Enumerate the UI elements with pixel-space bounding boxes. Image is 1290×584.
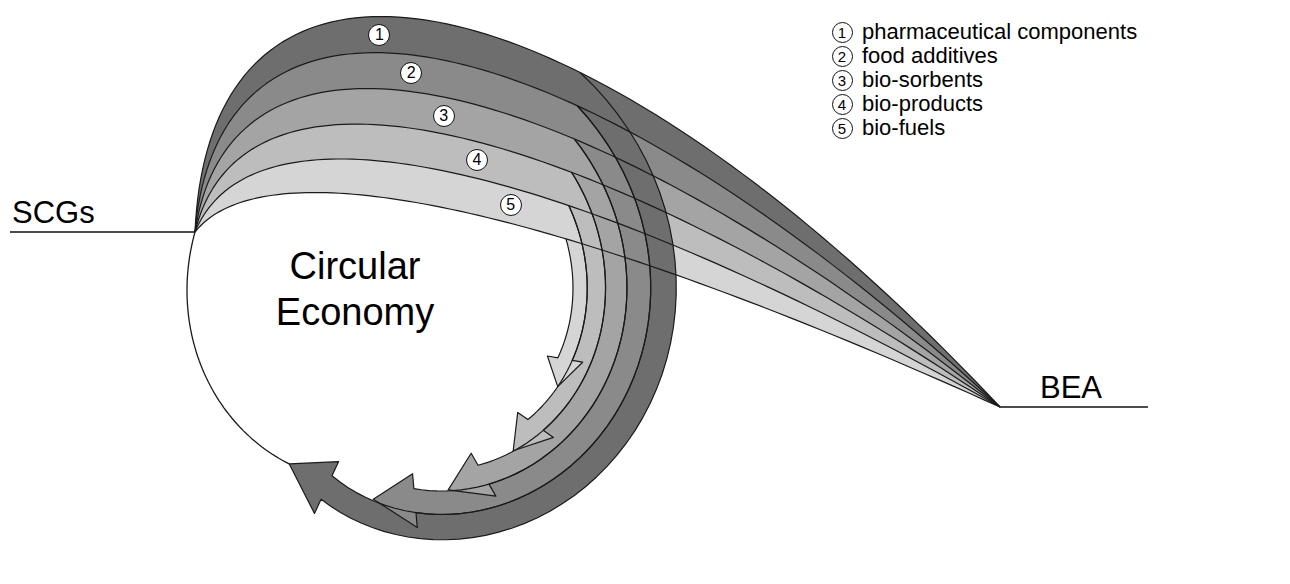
number-circle: 2 xyxy=(832,46,853,67)
number-circle: 4 xyxy=(466,149,488,171)
band-number: 1 xyxy=(375,27,384,43)
output-label: BEA xyxy=(1040,372,1102,403)
circle-outline xyxy=(187,232,289,464)
legend-entry: bio-products xyxy=(862,93,983,115)
legend-number: 2 xyxy=(838,49,846,64)
legend-number: 1 xyxy=(838,25,846,40)
sweep-lines xyxy=(195,17,1000,407)
legend-number: 3 xyxy=(838,73,846,88)
curl-arrow-outline xyxy=(547,206,587,387)
output-label: BEA xyxy=(1040,370,1102,405)
legend-entry: bio-fuels xyxy=(862,117,945,139)
band-number: 5 xyxy=(506,197,515,213)
sweep-line xyxy=(195,17,1000,407)
legend-text: bio-fuels xyxy=(862,115,945,140)
legend-number: 5 xyxy=(838,121,846,136)
number-circle: 1 xyxy=(368,24,390,46)
region-title: Circular Economy xyxy=(246,244,464,335)
sweep-line xyxy=(195,159,1000,407)
input-label: SCGs xyxy=(12,197,95,228)
sweep-line xyxy=(195,193,1000,407)
number-circle: 2 xyxy=(400,62,422,84)
input-line xyxy=(10,231,195,233)
sweep-line xyxy=(195,124,1000,407)
number-circle: 3 xyxy=(433,105,455,127)
curl-arrow-outline xyxy=(448,139,627,496)
number-circle: 5 xyxy=(832,118,853,139)
curl-arrow-fill xyxy=(547,206,587,387)
number-circle: 4 xyxy=(832,94,853,115)
legend-text: bio-sorbents xyxy=(862,67,983,92)
band-number: 2 xyxy=(407,65,416,81)
legend-entry: pharmaceutical components xyxy=(862,21,1137,43)
band-number: 3 xyxy=(439,108,448,124)
economy-region: Circular Economy xyxy=(246,244,464,335)
legend-text: food additives xyxy=(862,43,998,68)
sweep-line xyxy=(195,89,1000,407)
legend-text: bio-products xyxy=(862,91,983,116)
curl-arrow-fill xyxy=(448,139,627,496)
legend-number: 4 xyxy=(838,97,846,112)
number-circle: 1 xyxy=(832,22,853,43)
number-circle: 3 xyxy=(832,70,853,91)
legend-entry: bio-sorbents xyxy=(862,69,983,91)
input-label: SCGs xyxy=(12,195,95,230)
number-circle: 5 xyxy=(500,194,522,216)
sweep-line xyxy=(195,53,1000,407)
legend-text: pharmaceutical components xyxy=(862,19,1137,44)
output-line xyxy=(1000,406,1148,408)
band-number: 4 xyxy=(472,152,481,168)
legend-entry: food additives xyxy=(862,45,998,67)
